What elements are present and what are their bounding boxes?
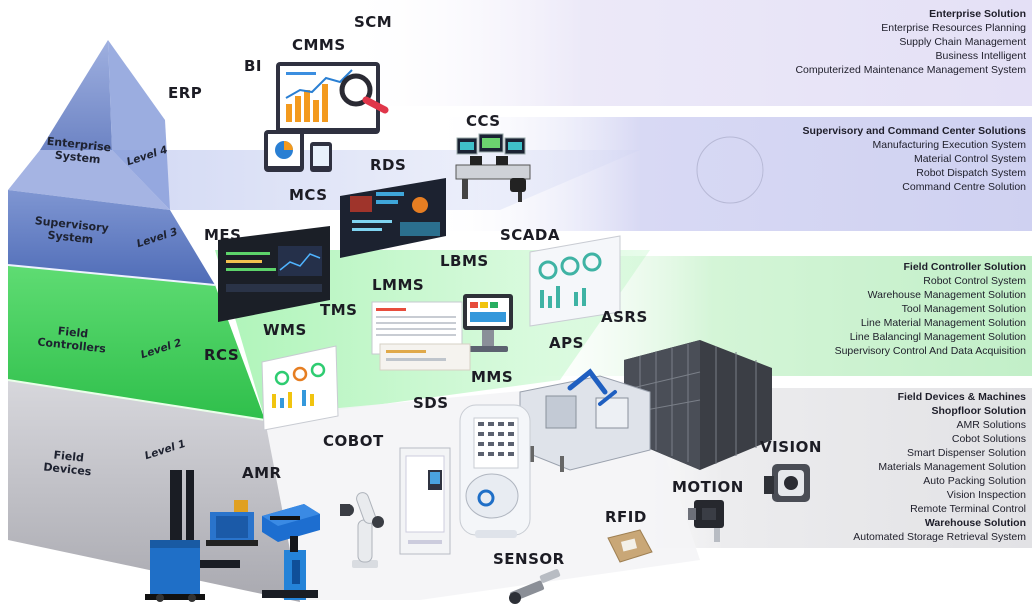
label-scm: SCM: [354, 13, 393, 31]
panel-enterprise-item: Supply Chain Management: [899, 36, 1026, 48]
level1-side: [8, 380, 300, 602]
panel-field-devices-item: Remote Terminal Control: [910, 503, 1026, 515]
panel-field-devices-item: Automated Storage Retrieval System: [853, 531, 1026, 543]
label-scada: SCADA: [500, 226, 560, 244]
panel-supervisory-item: Manufacturing Execution System: [872, 139, 1027, 151]
panel-enterprise-heading: Enterprise Solution: [929, 8, 1026, 20]
label-ccs: CCS: [466, 112, 501, 130]
side-label-field-devices-text: Field Devices: [42, 448, 92, 479]
lmms-software-icon: [371, 301, 471, 371]
proximity-sensor-icon: [509, 569, 561, 604]
panel-supervisory-item: Material Control System: [913, 153, 1026, 165]
rds-dashboard-screen: [340, 178, 446, 258]
analytics-dashboard-icon: [264, 62, 389, 172]
panel-enterprise-item: Business Intelligent: [935, 50, 1026, 62]
label-erp: ERP: [168, 84, 203, 102]
panel-field-devices-item: AMR Solutions: [956, 419, 1026, 431]
label-motion: MOTION: [672, 478, 744, 496]
panel-field-controller-heading: Field Controller Solution: [903, 261, 1027, 273]
materials-cabinet: [399, 447, 451, 555]
panel-field-controller-item: Line Balancingl Management Solution: [849, 331, 1026, 343]
panel-field-devices-item: Vision Inspection: [946, 489, 1026, 501]
label-mcs: MCS: [289, 186, 328, 204]
label-amr: AMR: [242, 464, 282, 482]
panel-field-controller-item: Robot Control System: [923, 275, 1026, 287]
label-cobot: COBOT: [323, 432, 384, 450]
label-mes: MES: [204, 226, 242, 244]
label-mms: MMS: [471, 368, 514, 386]
panel-enterprise-item: Computerized Maintenance Management Syst…: [795, 64, 1026, 76]
smart-dispenser-unit: [459, 404, 531, 538]
label-lbms: LBMS: [440, 252, 489, 270]
label-rcs: RCS: [204, 346, 240, 364]
panel-supervisory-item: Robot Dispatch System: [916, 167, 1026, 179]
faint-circle-watermark: [696, 136, 764, 204]
panel-field-controller-item: Supervisory Control And Data Acquisition: [834, 345, 1026, 357]
level2-side: [8, 265, 265, 420]
panel-enterprise-item: Enterprise Resources Planning: [881, 22, 1026, 34]
panel-field-controller: Field Controller Solution Robot Control …: [835, 260, 1026, 358]
cobot-arm-icon: [340, 492, 384, 568]
panel-field-devices-item: Smart Dispenser Solution: [906, 447, 1026, 459]
forklift-amr: [145, 470, 240, 602]
scada-dashboard-screen: [529, 235, 621, 327]
panel-field-devices-item: Cobot Solutions: [951, 433, 1026, 445]
panel-enterprise: Enterprise Solution Enterprise Resources…: [795, 7, 1026, 77]
level3-side: [8, 190, 215, 285]
label-rds: RDS: [370, 156, 407, 174]
label-rfid: RFID: [605, 508, 647, 526]
panel-field-controller-item: Tool Management Solution: [901, 303, 1026, 315]
panel-supervisory: Supervisory and Command Center Solutions…: [803, 124, 1026, 194]
command-center-icon: [455, 133, 531, 202]
lbms-kiosk-icon: [463, 294, 513, 352]
panel-field-devices: Field Devices & Machines Shopfloor Solut…: [853, 390, 1026, 544]
label-cmms: CMMS: [292, 36, 346, 54]
side-label-field-devices: Field Devices: [42, 448, 94, 479]
pyramid-tip-front: [108, 40, 170, 210]
label-sds: SDS: [413, 394, 449, 412]
panel-supervisory-heading: Supervisory and Command Center Solutions: [802, 125, 1026, 137]
label-lmms: LMMS: [372, 276, 425, 294]
label-bi: BI: [244, 57, 263, 75]
panel-supervisory-item: Command Centre Solution: [902, 181, 1026, 193]
panel-field-devices-heading: Field Devices & Machines: [897, 391, 1026, 403]
servo-motor-icon: [688, 500, 724, 542]
pyramid-tip-side: [40, 40, 112, 150]
panel-field-controller-item: Line Material Management Solution: [860, 317, 1026, 329]
rcs-report-sheet: [261, 345, 339, 431]
panel-field-devices-item: Auto Packing Solution: [923, 475, 1026, 487]
mes-dashboard-screen: [218, 226, 330, 322]
panel-field-devices-item: Materials Management Solution: [878, 461, 1026, 473]
enterprise-band: [340, 0, 1032, 106]
panel-shopfloor-subheading: Shopfloor Solution: [931, 405, 1026, 417]
label-wms: WMS: [263, 321, 307, 339]
asrs-storage-rack: [623, 340, 772, 470]
rfid-tag-icon: [607, 529, 653, 563]
aps-production-cell: [519, 368, 651, 472]
lift-amr: [262, 536, 318, 600]
label-aps: APS: [549, 334, 584, 352]
vision-camera-icon: [764, 464, 810, 502]
panel-field-controller-item: Warehouse Management Solution: [867, 289, 1026, 301]
amr-robots: [206, 500, 320, 546]
label-asrs: ASRS: [601, 308, 648, 326]
label-tms: TMS: [320, 301, 358, 319]
label-vision: VISION: [760, 438, 822, 456]
label-sensor: SENSOR: [493, 550, 565, 568]
panel-warehouse-subheading: Warehouse Solution: [924, 517, 1026, 529]
